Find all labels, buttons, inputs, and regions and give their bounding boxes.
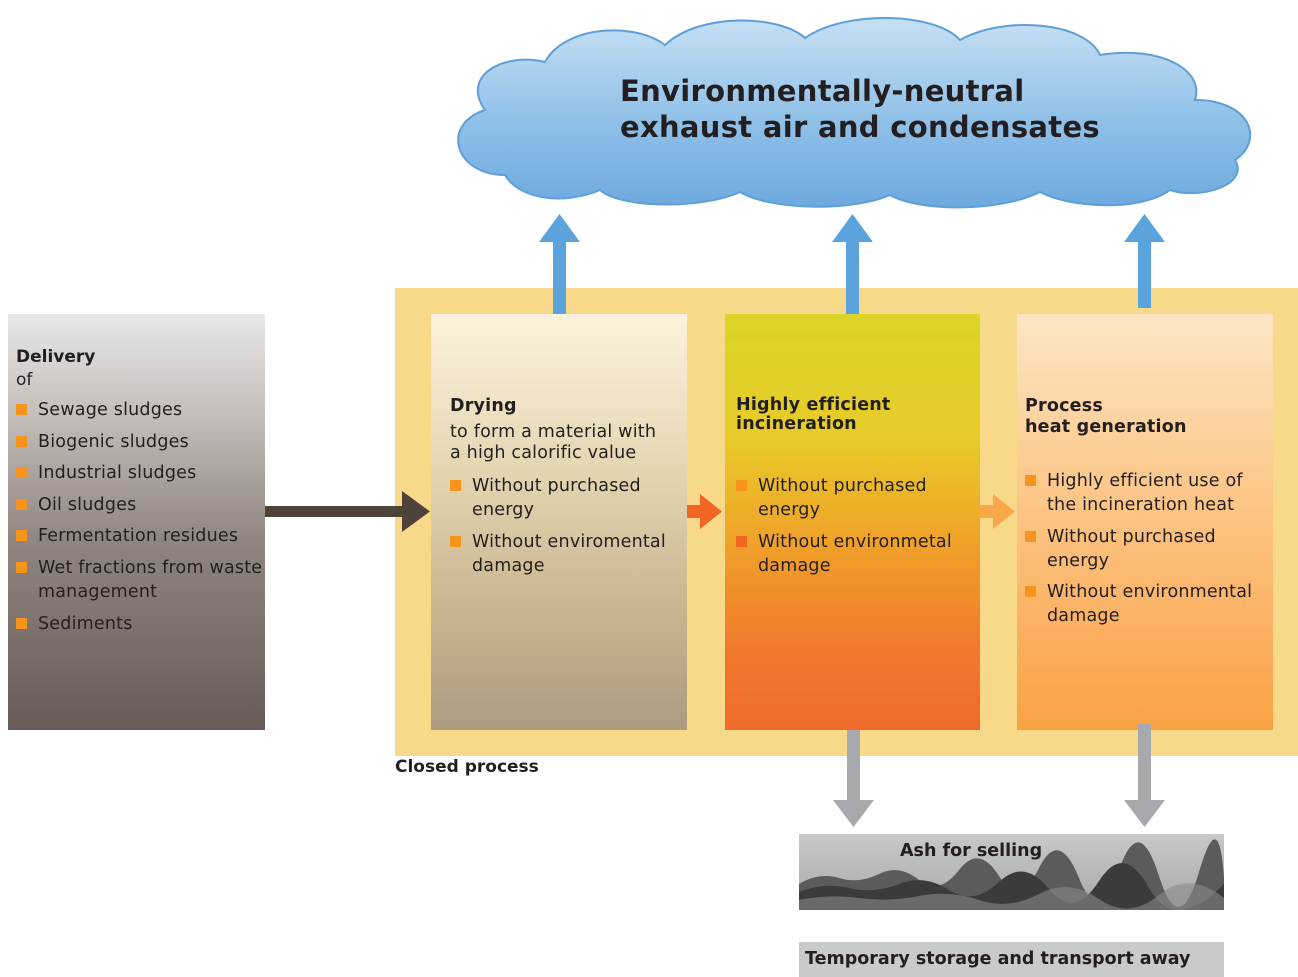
delivery-box [8, 314, 265, 730]
ash-label: Ash for selling [900, 841, 1043, 861]
delivery-item: Industrial sludges [16, 461, 266, 485]
drying-item: Without purchased energy [450, 474, 685, 522]
bullet-square-icon [736, 480, 747, 491]
drying-list: Without purchased energy Without envirom… [450, 474, 685, 585]
drying-stage-box [431, 314, 687, 730]
bullet-square-icon [16, 498, 27, 510]
heat-item: Without environmental damage [1025, 580, 1275, 628]
incineration-item: Without environmetal damage [736, 530, 976, 578]
heat-title-line2: heat generation [1025, 417, 1187, 437]
bullet-square-icon [450, 535, 461, 547]
incineration-title-line1: Highly efficient [736, 395, 891, 415]
cloud-title-line2: exhaust air and condensates [620, 110, 1100, 144]
incineration-title: Highly efficient incineration [736, 396, 891, 434]
bullet-square-icon [16, 435, 27, 447]
bullet-square-icon [1025, 530, 1036, 542]
delivery-item: Oil sludges [16, 493, 266, 517]
heat-item: Without purchased energy [1025, 525, 1275, 573]
incineration-item: Without purchased energy [736, 474, 976, 522]
delivery-item: Wet fractions from waste management [16, 556, 266, 604]
transport-label: Temporary storage and transport away [805, 949, 1191, 969]
bullet-square-icon [16, 617, 27, 629]
drying-item: Without enviromental damage [450, 530, 685, 578]
delivery-item: Sewage sludges [16, 398, 266, 422]
drying-subtitle-line2: a high calorific value [450, 443, 637, 463]
incineration-list: Without purchased energy Without environ… [736, 474, 976, 585]
ash-texture [799, 839, 1224, 910]
delivery-title: Delivery [16, 347, 96, 367]
heat-generation-title: Process heat generation [1025, 396, 1187, 438]
heat-list: Highly efficient use of the incineration… [1025, 469, 1275, 636]
bullet-square-icon [1025, 475, 1036, 486]
incineration-stage-box [725, 314, 980, 730]
delivery-list: Sewage sludges Biogenic sludges Industri… [16, 398, 266, 643]
cloud-title: Environmentally-neutral exhaust air and … [620, 73, 1180, 145]
delivery-item: Fermentation residues [16, 524, 266, 548]
bullet-square-icon [16, 404, 27, 415]
bullet-square-icon [16, 467, 27, 479]
bullet-square-icon [1025, 586, 1036, 597]
bullet-square-icon [16, 530, 27, 542]
delivery-item: Biogenic sludges [16, 430, 266, 454]
ash-box [799, 834, 1224, 910]
delivery-subtitle: of [16, 370, 33, 390]
incineration-title-line2: incineration [736, 414, 857, 434]
transport-box [799, 942, 1224, 977]
bullet-square-icon [736, 535, 747, 547]
bullet-square-icon [450, 480, 461, 491]
drying-title: Drying [450, 396, 517, 416]
closed-process-label: Closed process [395, 757, 539, 777]
heat-generation-stage-box [1017, 314, 1273, 730]
drying-subtitle-line1: to form a material with [450, 422, 657, 442]
bullet-square-icon [16, 561, 27, 573]
heat-item: Highly efficient use of the incineration… [1025, 469, 1275, 517]
cloud-title-line1: Environmentally-neutral [620, 74, 1025, 108]
heat-title-line1: Process [1025, 396, 1103, 416]
delivery-item: Sediments [16, 612, 266, 636]
